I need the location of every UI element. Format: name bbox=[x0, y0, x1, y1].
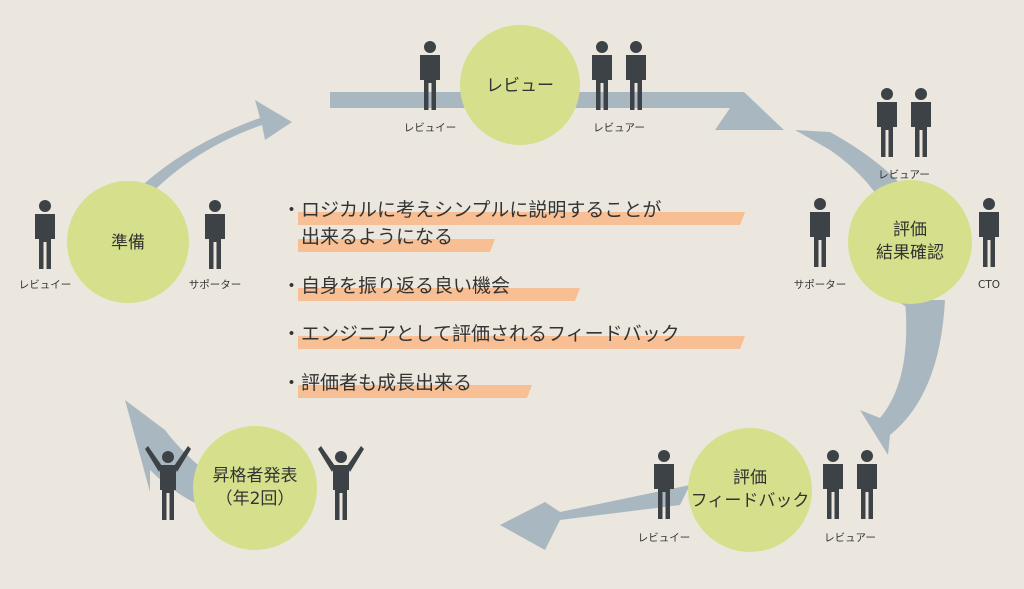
person-icon bbox=[35, 200, 55, 269]
highlight-bar bbox=[298, 385, 532, 398]
node-prep-label: 準備 bbox=[111, 233, 145, 253]
benefit-item-2: ・自身を振り返る良い機会 bbox=[282, 275, 510, 297]
person-icon bbox=[654, 450, 674, 519]
benefit-item-3: ・エンジニアとして評価されるフィードバック bbox=[282, 323, 680, 345]
highlight-bar bbox=[298, 239, 495, 252]
person-icon bbox=[810, 198, 830, 267]
benefit-highlights bbox=[298, 212, 745, 398]
person-icon bbox=[979, 198, 999, 267]
node-promotion-label-1: 昇格者発表 bbox=[213, 466, 298, 486]
highlight-bar bbox=[298, 336, 745, 349]
highlight-bar bbox=[298, 288, 580, 301]
person-icon bbox=[205, 200, 225, 269]
benefit-item-1-line-1: ・ロジカルに考えシンプルに説明することが bbox=[282, 199, 661, 221]
arrow-prep-to-review bbox=[100, 100, 292, 210]
role-label: レビュアー bbox=[878, 169, 930, 181]
node-promotion-label-2: （年2回） bbox=[216, 489, 295, 509]
arrow-feedback-to-promotion bbox=[500, 485, 690, 550]
cheering-person-icon bbox=[318, 446, 364, 520]
node-prep: 準備 bbox=[67, 181, 189, 303]
person-icon bbox=[877, 88, 897, 157]
arrow-review-to-eval-confirm bbox=[330, 92, 784, 130]
person-icon bbox=[911, 88, 931, 157]
role-label: サポーター bbox=[794, 279, 847, 291]
arrow-eval-confirm-to-feedback bbox=[860, 300, 945, 455]
node-eval-confirm: 評価 結果確認 bbox=[848, 180, 972, 304]
node-eval-feedback-label-2: フィードバック bbox=[691, 491, 810, 511]
benefit-item-4: ・評価者も成長出来る bbox=[282, 372, 472, 394]
highlight-bar bbox=[298, 212, 745, 225]
benefits-list: ・ロジカルに考えシンプルに説明することが 出来るようになる ・自身を振り返る良い… bbox=[282, 199, 680, 394]
role-labels: レビュイー レビュアー レビュアー サポーター CTO レビュイー レビュアー … bbox=[19, 122, 1000, 544]
node-eval-confirm-label-2: 結果確認 bbox=[876, 243, 944, 263]
role-label: レビュイー bbox=[638, 532, 691, 544]
role-label: レビュイー bbox=[19, 279, 72, 291]
node-promotion: 昇格者発表 （年2回） bbox=[193, 426, 317, 550]
node-review-label: レビュー bbox=[486, 76, 554, 96]
node-eval-feedback: 評価 フィードバック bbox=[688, 428, 812, 552]
role-label: レビュアー bbox=[824, 532, 876, 544]
role-label: レビュイー bbox=[404, 122, 457, 134]
role-label: サポーター bbox=[189, 279, 242, 291]
role-label: レビュアー bbox=[593, 122, 645, 134]
person-icon bbox=[823, 450, 843, 519]
node-eval-confirm-label-1: 評価 bbox=[893, 220, 927, 240]
person-icon bbox=[857, 450, 877, 519]
node-eval-feedback-label-1: 評価 bbox=[733, 468, 767, 488]
role-label: CTO bbox=[978, 279, 1000, 291]
benefit-item-1-line-2: 出来るようになる bbox=[301, 226, 453, 248]
node-review: レビュー bbox=[460, 25, 580, 145]
